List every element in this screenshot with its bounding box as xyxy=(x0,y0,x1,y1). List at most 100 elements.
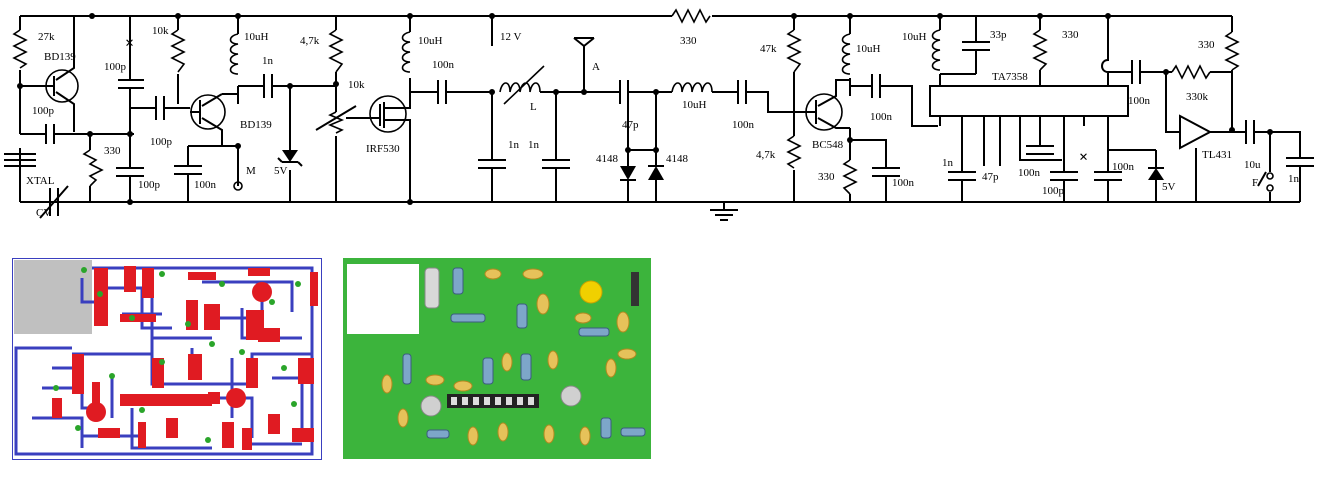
label-10uh-a: 10uH xyxy=(244,31,269,43)
crystal-xtal xyxy=(4,153,36,167)
diode-4148-b xyxy=(648,165,664,180)
label-l: L xyxy=(530,101,537,113)
label-10uh-e: 10uH xyxy=(902,31,927,43)
variable-capacitor-cv xyxy=(20,185,88,219)
ic-dip-component xyxy=(447,394,539,408)
nc-mark-b: × xyxy=(1079,149,1088,166)
label-47p-b: 47p xyxy=(982,171,999,183)
label-xtal: XTAL xyxy=(26,175,55,187)
label-m: M xyxy=(246,165,256,177)
label-100n-e: 100n xyxy=(892,177,915,189)
inductor-10uh-e xyxy=(931,29,941,71)
label-33p: 33p xyxy=(990,29,1007,41)
label-q1: BD139 xyxy=(44,51,76,63)
label-10uh-c: 10uH xyxy=(682,99,707,111)
resistor-4k7-b xyxy=(786,135,802,169)
zener-diode-5v-b xyxy=(1148,150,1164,202)
transistor-q2-icon xyxy=(190,93,239,158)
label-1n-a: 1n xyxy=(262,55,274,67)
antenna-icon xyxy=(573,37,595,92)
label-100p-b: 100p xyxy=(104,61,127,73)
label-100n-g: 100n xyxy=(1112,161,1135,173)
ic-ta7358 xyxy=(929,74,1129,126)
label-27k: 27k xyxy=(38,31,55,43)
label-10uh-d: 10uH xyxy=(856,43,881,55)
transistor-q1-icon xyxy=(20,16,79,132)
label-100p-d: 100p xyxy=(138,179,161,191)
label-330-b: 330 xyxy=(818,171,835,183)
label-5v-a: 5V xyxy=(274,165,288,177)
resistor-4k7-a xyxy=(328,29,344,73)
ground-icon xyxy=(710,202,738,221)
label-4k7-a: 4,7k xyxy=(300,35,320,47)
inductor-10uh-b xyxy=(401,31,411,73)
resistor-330-a xyxy=(82,149,104,187)
label-10k-pot: 10k xyxy=(348,79,365,91)
inductor-10uh-d xyxy=(841,33,851,75)
transistor-bc548-icon xyxy=(805,79,850,131)
label-100n-b: 100n xyxy=(194,179,217,191)
resistor-330-top xyxy=(671,8,711,24)
pcb-blank-area xyxy=(347,264,419,334)
label-tl431: TL431 xyxy=(1202,149,1232,161)
tl431-regulator xyxy=(1165,72,1213,202)
label-330-a: 330 xyxy=(104,145,121,157)
schematic-diagram: × × 27k BD139 100p 100p 10k 100p 10uH BD… xyxy=(4,8,1314,221)
label-1n-c: 1n xyxy=(528,139,540,151)
label-4148-b: 4148 xyxy=(666,153,689,165)
nc-mark-a: × xyxy=(125,35,134,52)
resistor-330k xyxy=(1171,64,1211,80)
label-ta7358: TA7358 xyxy=(992,71,1028,83)
resistor-10k-a xyxy=(170,29,186,73)
label-47p-a: 47p xyxy=(622,119,639,131)
resistor-330-c xyxy=(1032,29,1048,71)
label-1n-e: 1n xyxy=(1288,173,1300,185)
potentiometer-10k xyxy=(327,111,345,134)
label-4148-a: 4148 xyxy=(596,153,619,165)
label-47k: 47k xyxy=(760,43,777,55)
label-330-top: 330 xyxy=(680,35,697,47)
label-100p-a: 100p xyxy=(32,105,55,117)
crystal-component xyxy=(424,267,440,309)
label-4k7-b: 4,7k xyxy=(756,149,776,161)
pin-header-component xyxy=(631,272,639,306)
label-100n-d: 100n xyxy=(870,111,893,123)
inductor-10uh-c xyxy=(671,82,713,93)
label-1n-d: 1n xyxy=(942,157,954,169)
label-330-c: 330 xyxy=(1062,29,1079,41)
label-100p-c: 100p xyxy=(150,136,173,148)
label-a: A xyxy=(592,61,600,73)
mosfet-irf530-icon xyxy=(346,90,411,202)
resistor-330-b xyxy=(842,159,858,195)
pcb-blank-area xyxy=(14,260,92,334)
label-10k-a: 10k xyxy=(152,25,169,37)
label-5v-b: 5V xyxy=(1162,181,1176,193)
switch-f xyxy=(1257,132,1274,202)
label-100p-e: 100p xyxy=(1042,185,1065,197)
inductor-10uh-a xyxy=(229,33,239,75)
resistor-330-d xyxy=(1224,31,1240,71)
label-100n-c: 100n xyxy=(732,119,755,131)
label-330-d: 330 xyxy=(1198,39,1215,51)
label-330k: 330k xyxy=(1186,91,1209,103)
transistor-can-a xyxy=(420,395,442,417)
label-10uh-b: 10uH xyxy=(418,35,443,47)
label-100n-a: 100n xyxy=(432,59,455,71)
pcb-trace-layout xyxy=(12,258,322,460)
label-1n-b: 1n xyxy=(508,139,520,151)
label-f: F xyxy=(1252,177,1258,189)
label-cv: CV xyxy=(36,207,51,219)
label-q2: BD139 xyxy=(240,119,272,131)
label-12v: 12 V xyxy=(500,31,522,43)
pcb-component-view xyxy=(343,258,651,459)
zener-diode-5v-a xyxy=(277,150,303,167)
resistor-27k xyxy=(12,29,28,69)
variable-inductor-l xyxy=(499,65,545,105)
diode-4148-a xyxy=(620,166,636,181)
label-100n-h: 100n xyxy=(1128,95,1151,107)
trimmer-component xyxy=(579,280,603,304)
label-irf530: IRF530 xyxy=(366,143,400,155)
label-bc548: BC548 xyxy=(812,139,844,151)
label-10u: 10u xyxy=(1244,159,1261,171)
transistor-can-b xyxy=(560,385,582,407)
